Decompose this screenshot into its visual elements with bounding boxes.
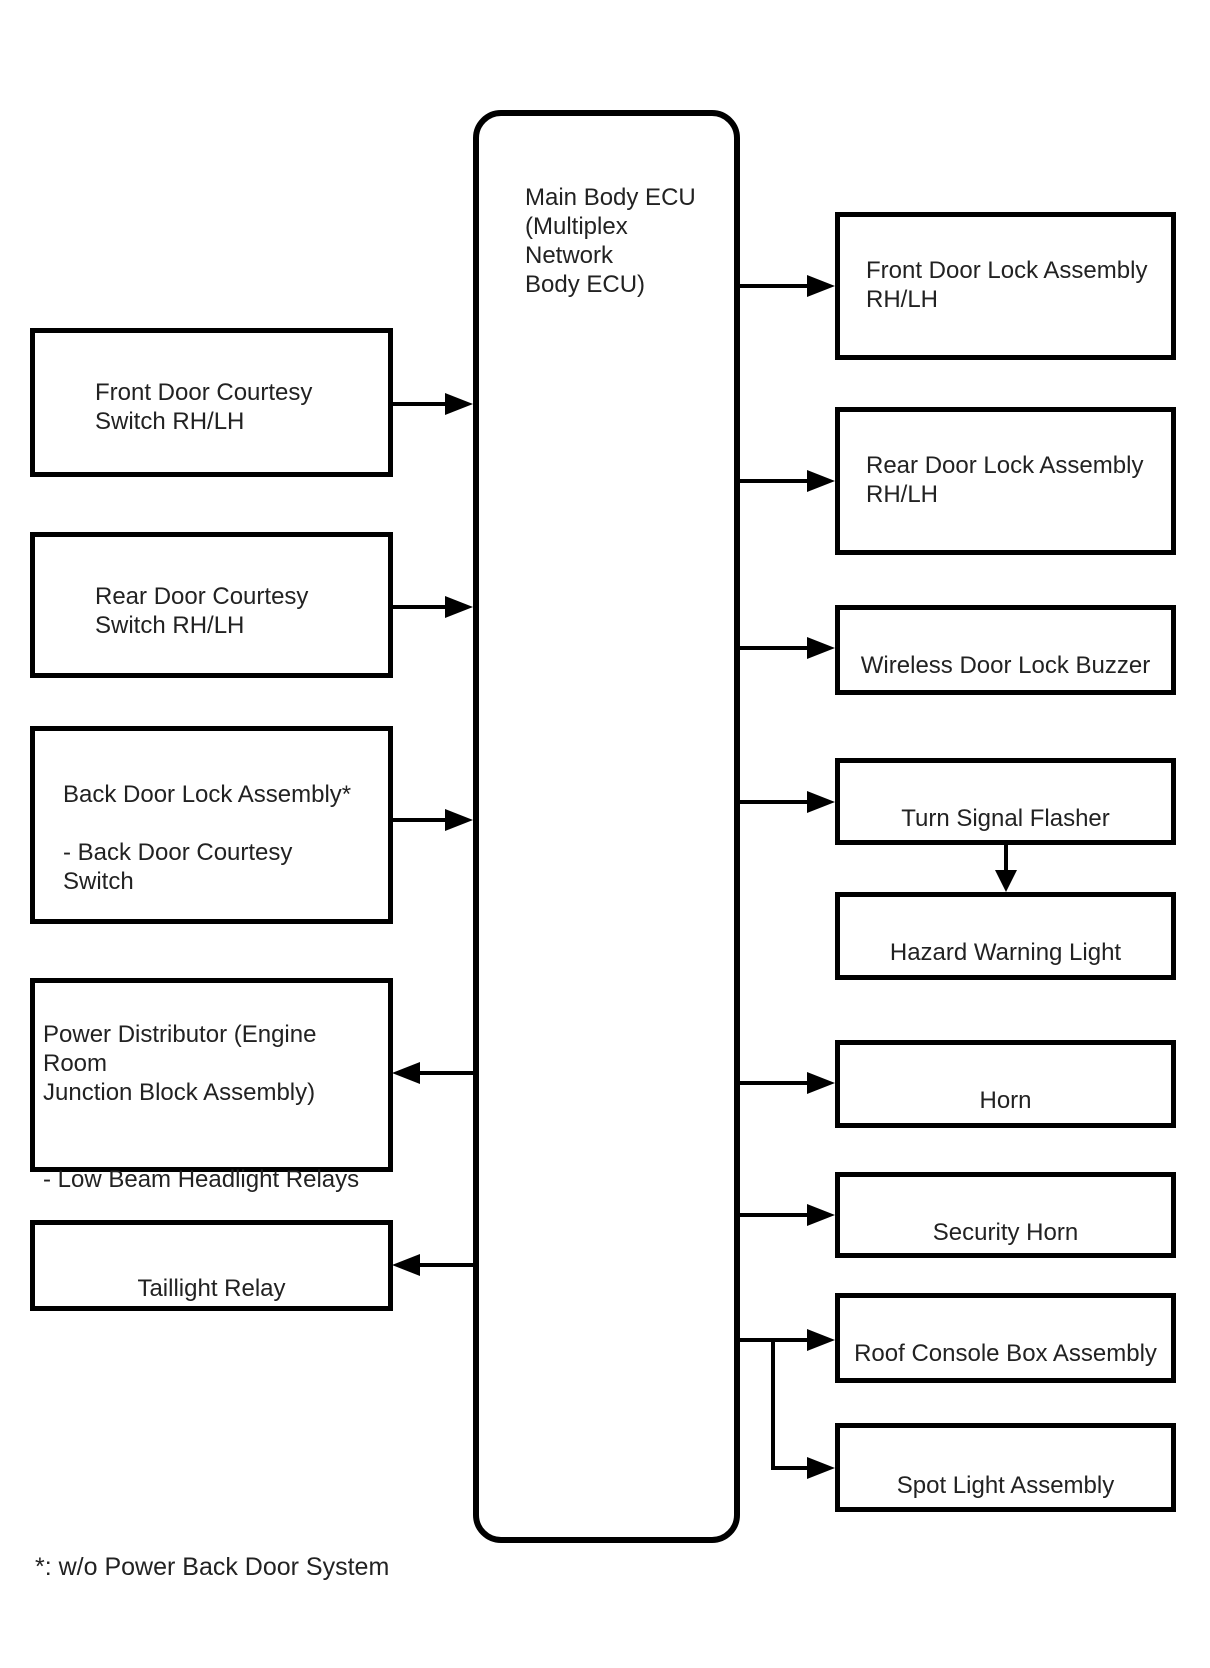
arrowhead-flasher-to-hazard [995, 870, 1017, 892]
arrow-line-ecu-to-wireless-buzzer [740, 646, 807, 650]
box-security-horn: Security Horn [835, 1172, 1176, 1258]
box-label: Front Door Lock Assembly RH/LH [866, 257, 1148, 313]
box-back-door-lock-assembly: Back Door Lock Assembly* - Back Door Cou… [30, 726, 393, 924]
box-label: Spot Light Assembly [896, 1472, 1115, 1499]
box-label: Front Door Courtesy Switch RH/LH [95, 379, 313, 435]
arrowhead-to-spot-light [807, 1457, 835, 1479]
box-label: Roof Console Box Assembly [854, 1340, 1157, 1367]
box-spot-light-assembly: Spot Light Assembly [835, 1423, 1176, 1512]
box-label: Power Distributor (Engine Room Junction … [43, 1021, 360, 1193]
arrowhead-ecu-to-wireless-buzzer [807, 637, 835, 659]
box-horn: Horn [835, 1040, 1176, 1128]
arrow-line-rear-door-courtesy-to-ecu [392, 605, 445, 609]
ecu-box: Main Body ECU (Multiplex Network Body EC… [473, 110, 740, 1543]
footnote: *: w/o Power Back Door System [35, 1553, 390, 1581]
arrowhead-ecu-to-power-distributor [392, 1062, 420, 1084]
arrowhead-ecu-to-turn-signal-flasher [807, 791, 835, 813]
arrow-line-ecu-to-turn-signal-flasher [740, 800, 807, 804]
arrow-line-ecu-to-rear-door-lock [740, 479, 807, 483]
box-wireless-door-lock-buzzer: Wireless Door Lock Buzzer [835, 605, 1176, 695]
arrowhead-rear-door-courtesy-to-ecu [445, 596, 473, 618]
arrow-line-ecu-to-horn [740, 1081, 807, 1085]
arrowhead-ecu-to-security-horn [807, 1204, 835, 1226]
box-rear-door-courtesy-switch: Rear Door Courtesy Switch RH/LH [30, 532, 393, 678]
arrow-line-back-door-lock-to-ecu [392, 818, 445, 822]
ecu-label: Main Body ECU (Multiplex Network Body EC… [525, 184, 696, 298]
box-label: Taillight Relay [137, 1275, 286, 1302]
arrow-line-front-door-courtesy-to-ecu [392, 402, 445, 406]
arrow-line-ecu-to-taillight-relay [420, 1263, 473, 1267]
arrowhead-ecu-to-roof-console [807, 1329, 835, 1351]
box-front-door-lock-assembly: Front Door Lock Assembly RH/LH [835, 212, 1176, 360]
arrowhead-ecu-to-front-door-lock [807, 275, 835, 297]
arrow-line-ecu-to-front-door-lock [740, 284, 807, 288]
arrow-line-ecu-to-power-distributor [420, 1071, 473, 1075]
box-turn-signal-flasher: Turn Signal Flasher [835, 758, 1176, 845]
arrow-branch-line-to-spot-light [771, 1338, 775, 1470]
box-front-door-courtesy-switch: Front Door Courtesy Switch RH/LH [30, 328, 393, 477]
arrowhead-ecu-to-horn [807, 1072, 835, 1094]
box-label: Security Horn [932, 1219, 1079, 1246]
arrowhead-ecu-to-taillight-relay [392, 1254, 420, 1276]
box-hazard-warning-light: Hazard Warning Light [835, 892, 1176, 980]
box-rear-door-lock-assembly: Rear Door Lock Assembly RH/LH [835, 407, 1176, 555]
box-label: Rear Door Lock Assembly RH/LH [866, 452, 1144, 508]
box-label: Horn [979, 1087, 1032, 1114]
arrowhead-back-door-lock-to-ecu [445, 809, 473, 831]
arrow-line-ecu-to-security-horn [740, 1213, 807, 1217]
box-label: Wireless Door Lock Buzzer [860, 652, 1151, 679]
box-label: Rear Door Courtesy Switch RH/LH [95, 583, 309, 639]
arrowhead-front-door-courtesy-to-ecu [445, 393, 473, 415]
box-power-distributor: Power Distributor (Engine Room Junction … [30, 978, 393, 1193]
arrow-line-flasher-to-hazard [1004, 845, 1008, 872]
box-label: Hazard Warning Light [889, 939, 1122, 966]
box-taillight-relay: Taillight Relay [30, 1220, 393, 1311]
arrowhead-ecu-to-rear-door-lock [807, 470, 835, 492]
box-label: Turn Signal Flasher [901, 805, 1110, 832]
box-label: Back Door Lock Assembly* - Back Door Cou… [63, 781, 352, 895]
box-roof-console-box-assembly: Roof Console Box Assembly [835, 1293, 1176, 1383]
arrow-line-to-spot-light [771, 1466, 807, 1470]
